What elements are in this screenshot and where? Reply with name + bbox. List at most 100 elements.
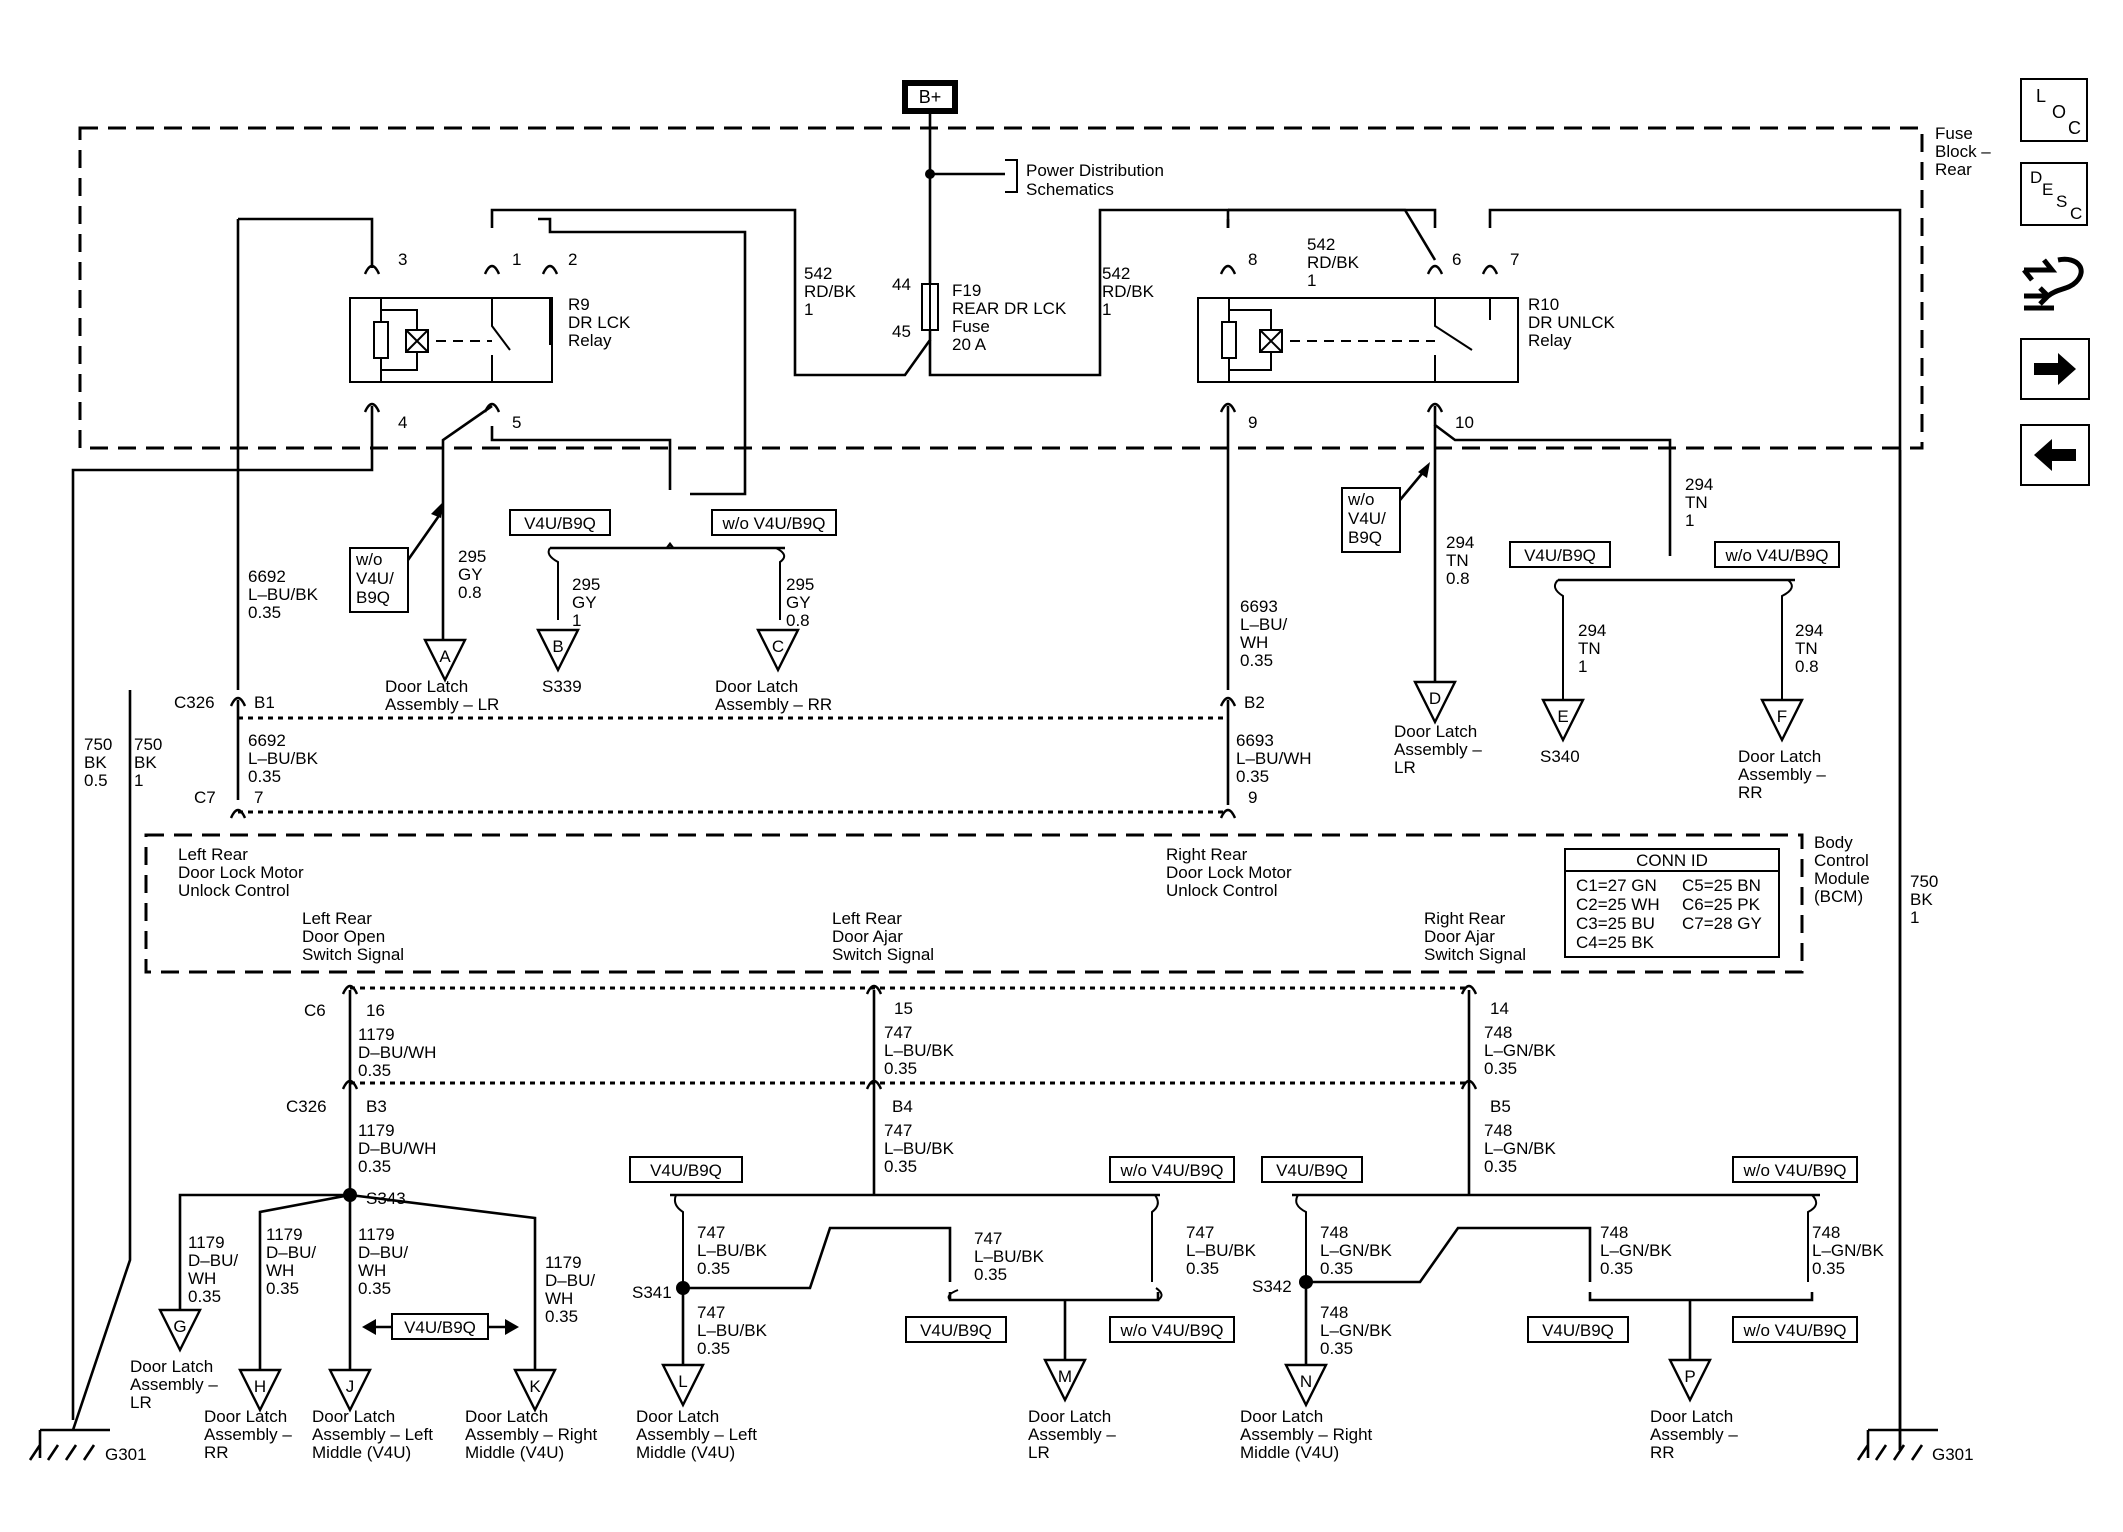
triangle-h bbox=[238, 1368, 282, 1413]
desc-letter-d: D bbox=[2030, 168, 2043, 187]
w748c-1: 748 bbox=[1320, 1223, 1348, 1242]
pin-arc-15 bbox=[865, 984, 883, 995]
w1179c-1: 1179 bbox=[188, 1233, 225, 1252]
triangle-letter-n: N bbox=[1300, 1372, 1312, 1391]
opt-wo-stack-1b: V4U/ bbox=[356, 569, 394, 588]
labels: Power Distribution Schematics Fuse Block… bbox=[84, 124, 1991, 1358]
arrow-left-icon bbox=[2034, 439, 2076, 471]
dest-n-3: Middle (V4U) bbox=[1240, 1443, 1339, 1462]
triangle-f bbox=[1760, 698, 1804, 743]
w295a-3: 0.8 bbox=[458, 583, 482, 602]
conn-b2: B2 bbox=[1244, 693, 1265, 712]
dest-b-1: S339 bbox=[542, 677, 582, 696]
splice-s342: S342 bbox=[1252, 1277, 1292, 1296]
opt-wo-stack-1c: B9Q bbox=[356, 588, 390, 607]
w1179d-1: 1179 bbox=[266, 1225, 303, 1244]
destination-captions: Door Latch Assembly – LR S339 Door Latch… bbox=[130, 677, 1826, 1462]
r10-word: Relay bbox=[1528, 331, 1572, 350]
dest-f-1: Door Latch bbox=[1738, 747, 1821, 766]
dest-l-3: Middle (V4U) bbox=[636, 1443, 735, 1462]
dest-p-3: RR bbox=[1650, 1443, 1675, 1462]
dest-g-1: Door Latch bbox=[130, 1357, 213, 1376]
opt-v4u-1: V4U/B9Q bbox=[524, 514, 596, 533]
w294a-1: 294 bbox=[1685, 475, 1713, 494]
ground-g301-right: G301 bbox=[1856, 1428, 1974, 1464]
next-page-button[interactable] bbox=[2020, 338, 2090, 400]
opt-wo-6: w/o V4U/B9Q bbox=[1743, 1321, 1847, 1340]
triangle-j bbox=[328, 1368, 372, 1413]
w1179a-2: D–BU/WH bbox=[358, 1043, 436, 1062]
triangle-letter-c: C bbox=[772, 637, 784, 656]
bcm-lr-unlock-2: Door Lock Motor bbox=[178, 863, 304, 882]
dest-e-1: S340 bbox=[1540, 747, 1580, 766]
bcm-rr-ajar-1: Right Rear bbox=[1424, 909, 1506, 928]
pin-arc-17 bbox=[341, 1079, 359, 1090]
route-icon bbox=[2022, 256, 2084, 311]
opt-v4u-3: V4U/B9Q bbox=[650, 1161, 722, 1180]
bcm-outline bbox=[144, 833, 1804, 974]
triangle-letter-f: F bbox=[1777, 707, 1787, 726]
r9-pin-5: 5 bbox=[512, 413, 521, 432]
w542a-1: 542 bbox=[804, 264, 832, 283]
dest-l-2: Assembly – Left bbox=[636, 1425, 757, 1444]
w542a-3: 1 bbox=[804, 300, 813, 319]
dest-h-2: Assembly – bbox=[204, 1425, 292, 1444]
w748a-2: L–GN/BK bbox=[1484, 1041, 1556, 1060]
w295b-3: 1 bbox=[572, 611, 581, 630]
triangle-k bbox=[513, 1368, 557, 1413]
dest-l-1: Door Latch bbox=[636, 1407, 719, 1426]
conn-id-r0c0: C1=27 GN bbox=[1576, 876, 1657, 895]
w748e-2: L–GN/BK bbox=[1600, 1241, 1672, 1260]
w748e-3: 0.35 bbox=[1600, 1259, 1633, 1278]
conn-b1: B1 bbox=[254, 693, 275, 712]
loc-button[interactable]: L O C bbox=[2020, 78, 2088, 142]
dest-j-3: Middle (V4U) bbox=[312, 1443, 411, 1462]
desc-button[interactable]: D E S C bbox=[2020, 162, 2088, 226]
pin-arc-13 bbox=[1219, 808, 1237, 819]
w747a-1: 747 bbox=[884, 1023, 912, 1042]
dest-a-1: Door Latch bbox=[385, 677, 468, 696]
bcm-rr-unlock-1: Right Rear bbox=[1166, 845, 1248, 864]
w294d-1: 294 bbox=[1795, 621, 1823, 640]
w6693a-3: WH bbox=[1240, 633, 1268, 652]
w748e-1: 748 bbox=[1600, 1223, 1628, 1242]
w6692a-3: 0.35 bbox=[248, 603, 281, 622]
dest-g-3: LR bbox=[130, 1393, 152, 1412]
prev-page-button[interactable] bbox=[2020, 424, 2090, 486]
conn-id-r3c0: C4=25 BK bbox=[1576, 933, 1655, 952]
connector-route-icon[interactable] bbox=[2018, 248, 2092, 320]
loc-letter-c: C bbox=[2068, 118, 2081, 138]
bcm-lr-unlock-3: Unlock Control bbox=[178, 881, 290, 900]
opt-wo-5: w/o V4U/B9Q bbox=[1120, 1321, 1224, 1340]
opt-wo-2: w/o V4U/B9Q bbox=[1725, 546, 1829, 565]
opt-wo-1: w/o V4U/B9Q bbox=[722, 514, 826, 533]
bcm-lr-open-1: Left Rear bbox=[302, 909, 372, 928]
bcm-title-4: (BCM) bbox=[1814, 887, 1863, 906]
w750c-1: 750 bbox=[1910, 872, 1938, 891]
w6692b-3: 0.35 bbox=[248, 767, 281, 786]
conn-pin-16: 16 bbox=[366, 1001, 385, 1020]
pds-1: Power Distribution bbox=[1026, 161, 1164, 180]
w295c-1: 295 bbox=[786, 575, 814, 594]
loc-letter-o: O bbox=[2052, 102, 2067, 122]
w294b-1: 294 bbox=[1446, 533, 1474, 552]
opt-wo-3: w/o V4U/B9Q bbox=[1120, 1161, 1224, 1180]
w748d-1: 748 bbox=[1320, 1303, 1348, 1322]
w542b-1: 542 bbox=[1102, 264, 1130, 283]
conn-pin-7: 7 bbox=[254, 788, 263, 807]
pin-arc-4 bbox=[483, 402, 501, 413]
w748c-2: L–GN/BK bbox=[1320, 1241, 1392, 1260]
conn-b5: B5 bbox=[1490, 1097, 1511, 1116]
conn-id-r0c1: C5=25 BN bbox=[1682, 876, 1761, 895]
bcm-lr-ajar-2: Door Ajar bbox=[832, 927, 903, 946]
conn-c6: C6 bbox=[304, 1001, 326, 1020]
desc-letter-e: E bbox=[2042, 180, 2054, 199]
pin-arc-12 bbox=[1219, 696, 1237, 707]
w294d-2: TN bbox=[1795, 639, 1818, 658]
w748f-2: L–GN/BK bbox=[1812, 1241, 1884, 1260]
bcm-rr-unlock-2: Door Lock Motor bbox=[1166, 863, 1292, 882]
fuse-block-1: Fuse bbox=[1935, 124, 1973, 143]
w1179d-3: WH bbox=[266, 1261, 294, 1280]
w748a-1: 748 bbox=[1484, 1023, 1512, 1042]
w747a-3: 0.35 bbox=[884, 1059, 917, 1078]
